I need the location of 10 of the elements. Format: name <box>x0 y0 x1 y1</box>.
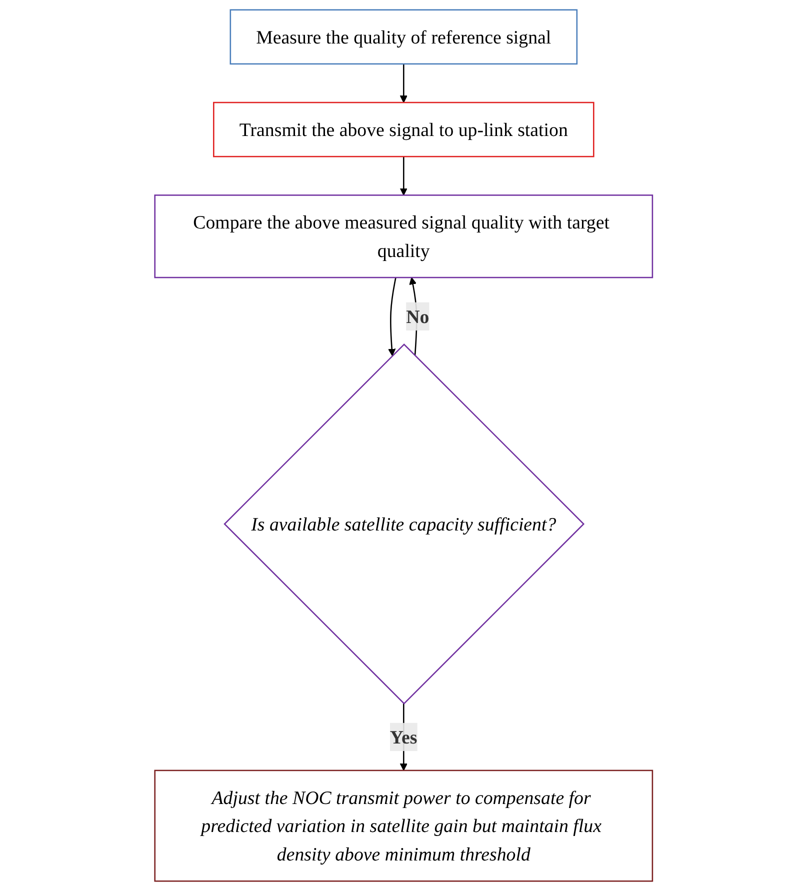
node-box: Adjust the NOC transmit power to compensate for predicted variation in satellite gain but maintain flux density above minimum threshold <box>154 770 653 882</box>
arrow <box>400 64 408 103</box>
node-box: Measure the quality of reference signal <box>230 9 578 65</box>
edge-label: Yes <box>390 726 418 748</box>
edge-label: No <box>406 306 430 328</box>
node-box: Transmit the above signal to up-link station <box>212 102 594 158</box>
node-box: Compare the above measured signal quality with target quality <box>154 194 653 278</box>
arrow <box>400 156 408 196</box>
node-diamond: Is available satellite capacity sufficient? <box>223 344 584 704</box>
arrow <box>388 277 396 356</box>
